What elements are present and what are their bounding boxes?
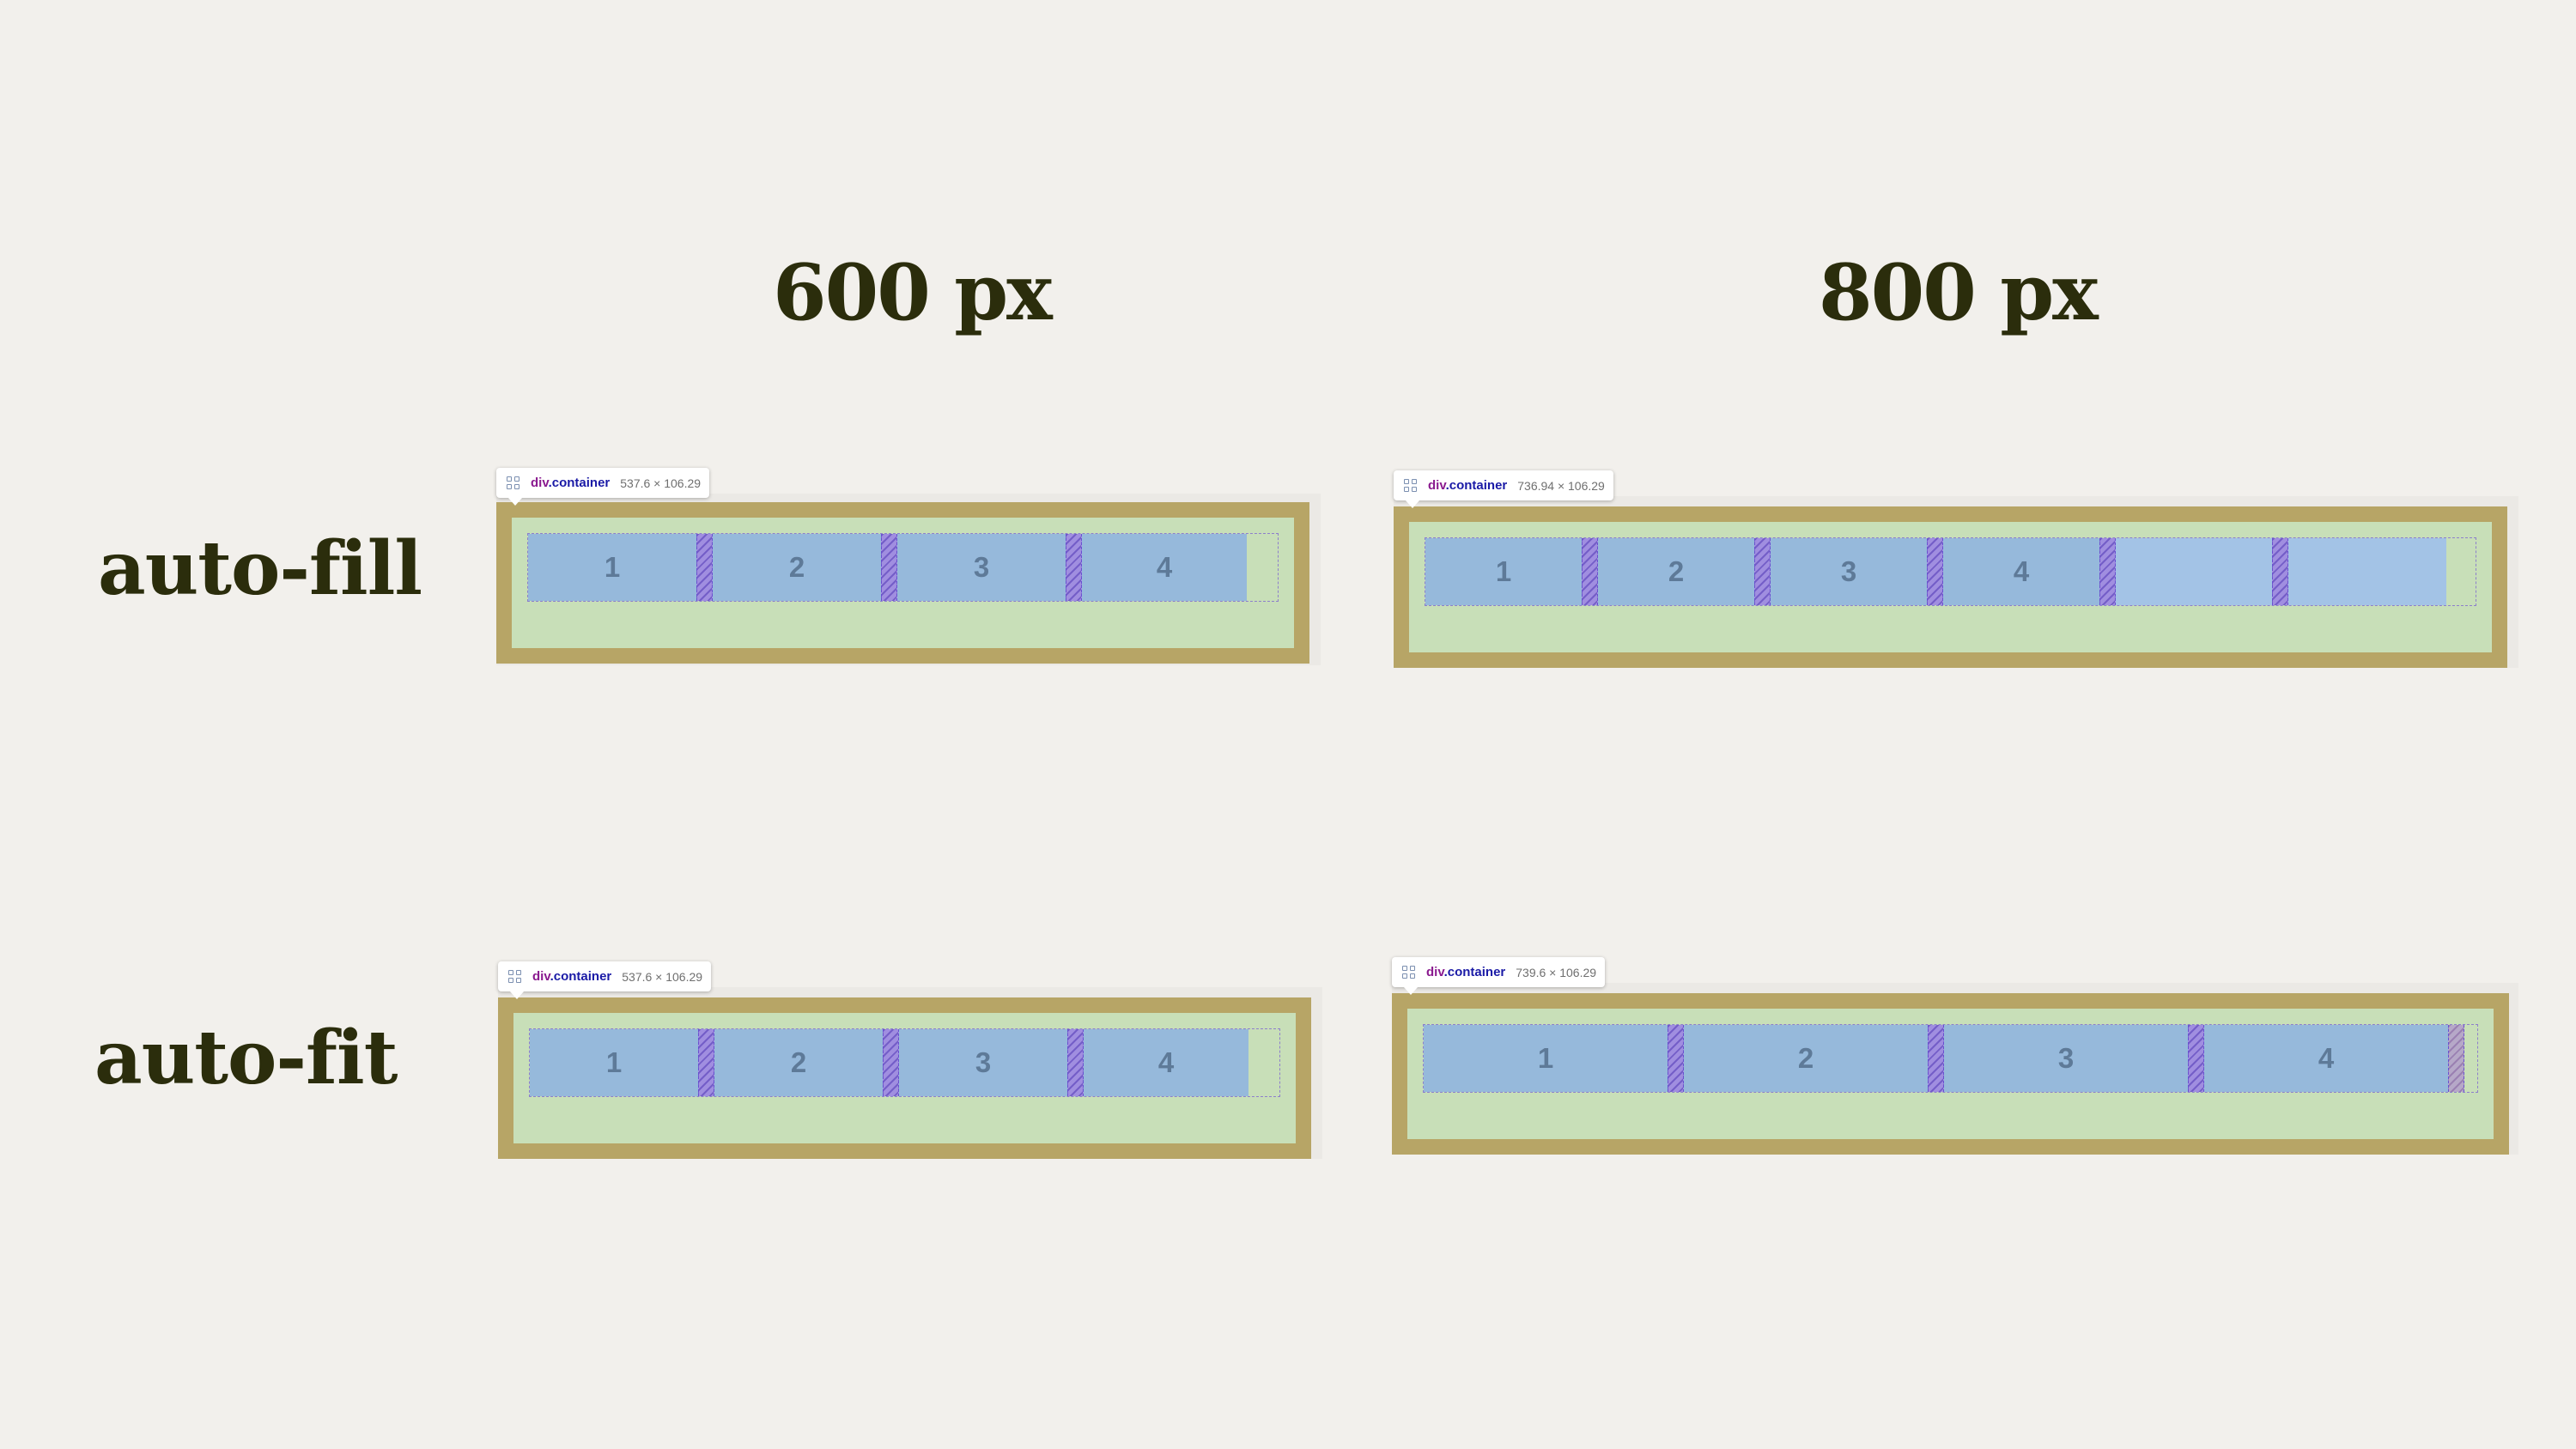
grid-gap <box>1066 534 1082 601</box>
column-title-600: 600 px <box>773 247 1053 338</box>
grid-gap <box>2099 538 2116 605</box>
grid-collapsed-gap <box>2448 1025 2464 1092</box>
grid-gap <box>883 1029 899 1096</box>
grid-gap <box>698 1029 714 1096</box>
devtools-tooltip: div.container 736.94 × 106.29 <box>1394 470 1613 508</box>
grid-item-2: 2 <box>714 1029 883 1096</box>
grid-gap <box>1067 1029 1084 1096</box>
grid-area: 1 2 3 4 <box>1425 537 2476 606</box>
grid-gap <box>881 534 897 601</box>
grid-empty-track <box>2288 538 2446 605</box>
tooltip-dimensions: 736.94 × 106.29 <box>1517 478 1605 493</box>
grid-empty-track <box>2116 538 2272 605</box>
grid-item-4: 4 <box>1084 1029 1249 1096</box>
grid-item-3: 3 <box>897 534 1066 601</box>
tooltip-dimensions: 739.6 × 106.29 <box>1516 965 1597 979</box>
demo-auto-fit-800: div.container 739.6 × 106.29 1 2 3 4 <box>1392 957 2518 1155</box>
grid-item-1: 1 <box>528 534 696 601</box>
column-title-800: 800 px <box>1819 247 2099 338</box>
grid-area: 1 2 3 4 <box>529 1028 1280 1097</box>
grid-badge-icon <box>507 476 520 490</box>
grid-gap <box>696 534 713 601</box>
tooltip-dimensions: 537.6 × 106.29 <box>622 969 703 984</box>
grid-gap <box>1927 538 1943 605</box>
grid-item-3: 3 <box>1771 538 1927 605</box>
grid-item-4: 4 <box>1943 538 2099 605</box>
grid-gap <box>1582 538 1598 605</box>
demo-auto-fill-600: div.container 537.6 × 106.29 1 2 3 4 <box>496 468 1321 665</box>
grid-item-1: 1 <box>1425 538 1582 605</box>
demo-auto-fill-800: div.container 736.94 × 106.29 1 2 3 4 <box>1394 470 2518 668</box>
tooltip-selector: div.container <box>1428 478 1508 493</box>
tooltip-dimensions: 537.6 × 106.29 <box>620 476 702 490</box>
grid-container: 1 2 3 4 <box>496 502 1309 664</box>
grid-badge-icon <box>1402 965 1416 979</box>
grid-item-1: 1 <box>530 1029 698 1096</box>
grid-badge-icon <box>508 969 522 984</box>
grid-item-4: 4 <box>2204 1025 2448 1092</box>
grid-item-2: 2 <box>713 534 881 601</box>
grid-container: 1 2 3 4 <box>1392 993 2509 1155</box>
grid-gap <box>1668 1025 1684 1092</box>
grid-item-2: 2 <box>1598 538 1754 605</box>
tooltip-selector: div.container <box>531 476 611 490</box>
grid-badge-icon <box>1404 478 1418 493</box>
grid-area: 1 2 3 4 <box>527 533 1279 602</box>
grid-item-3: 3 <box>1944 1025 2188 1092</box>
grid-container: 1 2 3 4 <box>498 997 1311 1159</box>
devtools-tooltip: div.container 739.6 × 106.29 <box>1392 957 1606 995</box>
demo-auto-fit-600: div.container 537.6 × 106.29 1 2 3 4 <box>498 961 1322 1159</box>
devtools-tooltip: div.container 537.6 × 106.29 <box>496 468 710 506</box>
grid-item-2: 2 <box>1684 1025 1928 1092</box>
grid-gap <box>2188 1025 2204 1092</box>
devtools-tooltip: div.container 537.6 × 106.29 <box>498 961 712 999</box>
tooltip-selector: div.container <box>1426 965 1506 979</box>
grid-item-4: 4 <box>1082 534 1247 601</box>
tooltip-selector: div.container <box>532 969 612 984</box>
row-title-auto-fit: auto-fit <box>94 1015 398 1101</box>
grid-gap <box>1928 1025 1944 1092</box>
grid-item-3: 3 <box>899 1029 1067 1096</box>
grid-gap <box>1754 538 1771 605</box>
grid-container: 1 2 3 4 <box>1394 506 2507 668</box>
grid-gap <box>2272 538 2288 605</box>
grid-area: 1 2 3 4 <box>1423 1024 2478 1093</box>
row-title-auto-fill: auto-fill <box>98 525 422 612</box>
grid-item-1: 1 <box>1424 1025 1668 1092</box>
